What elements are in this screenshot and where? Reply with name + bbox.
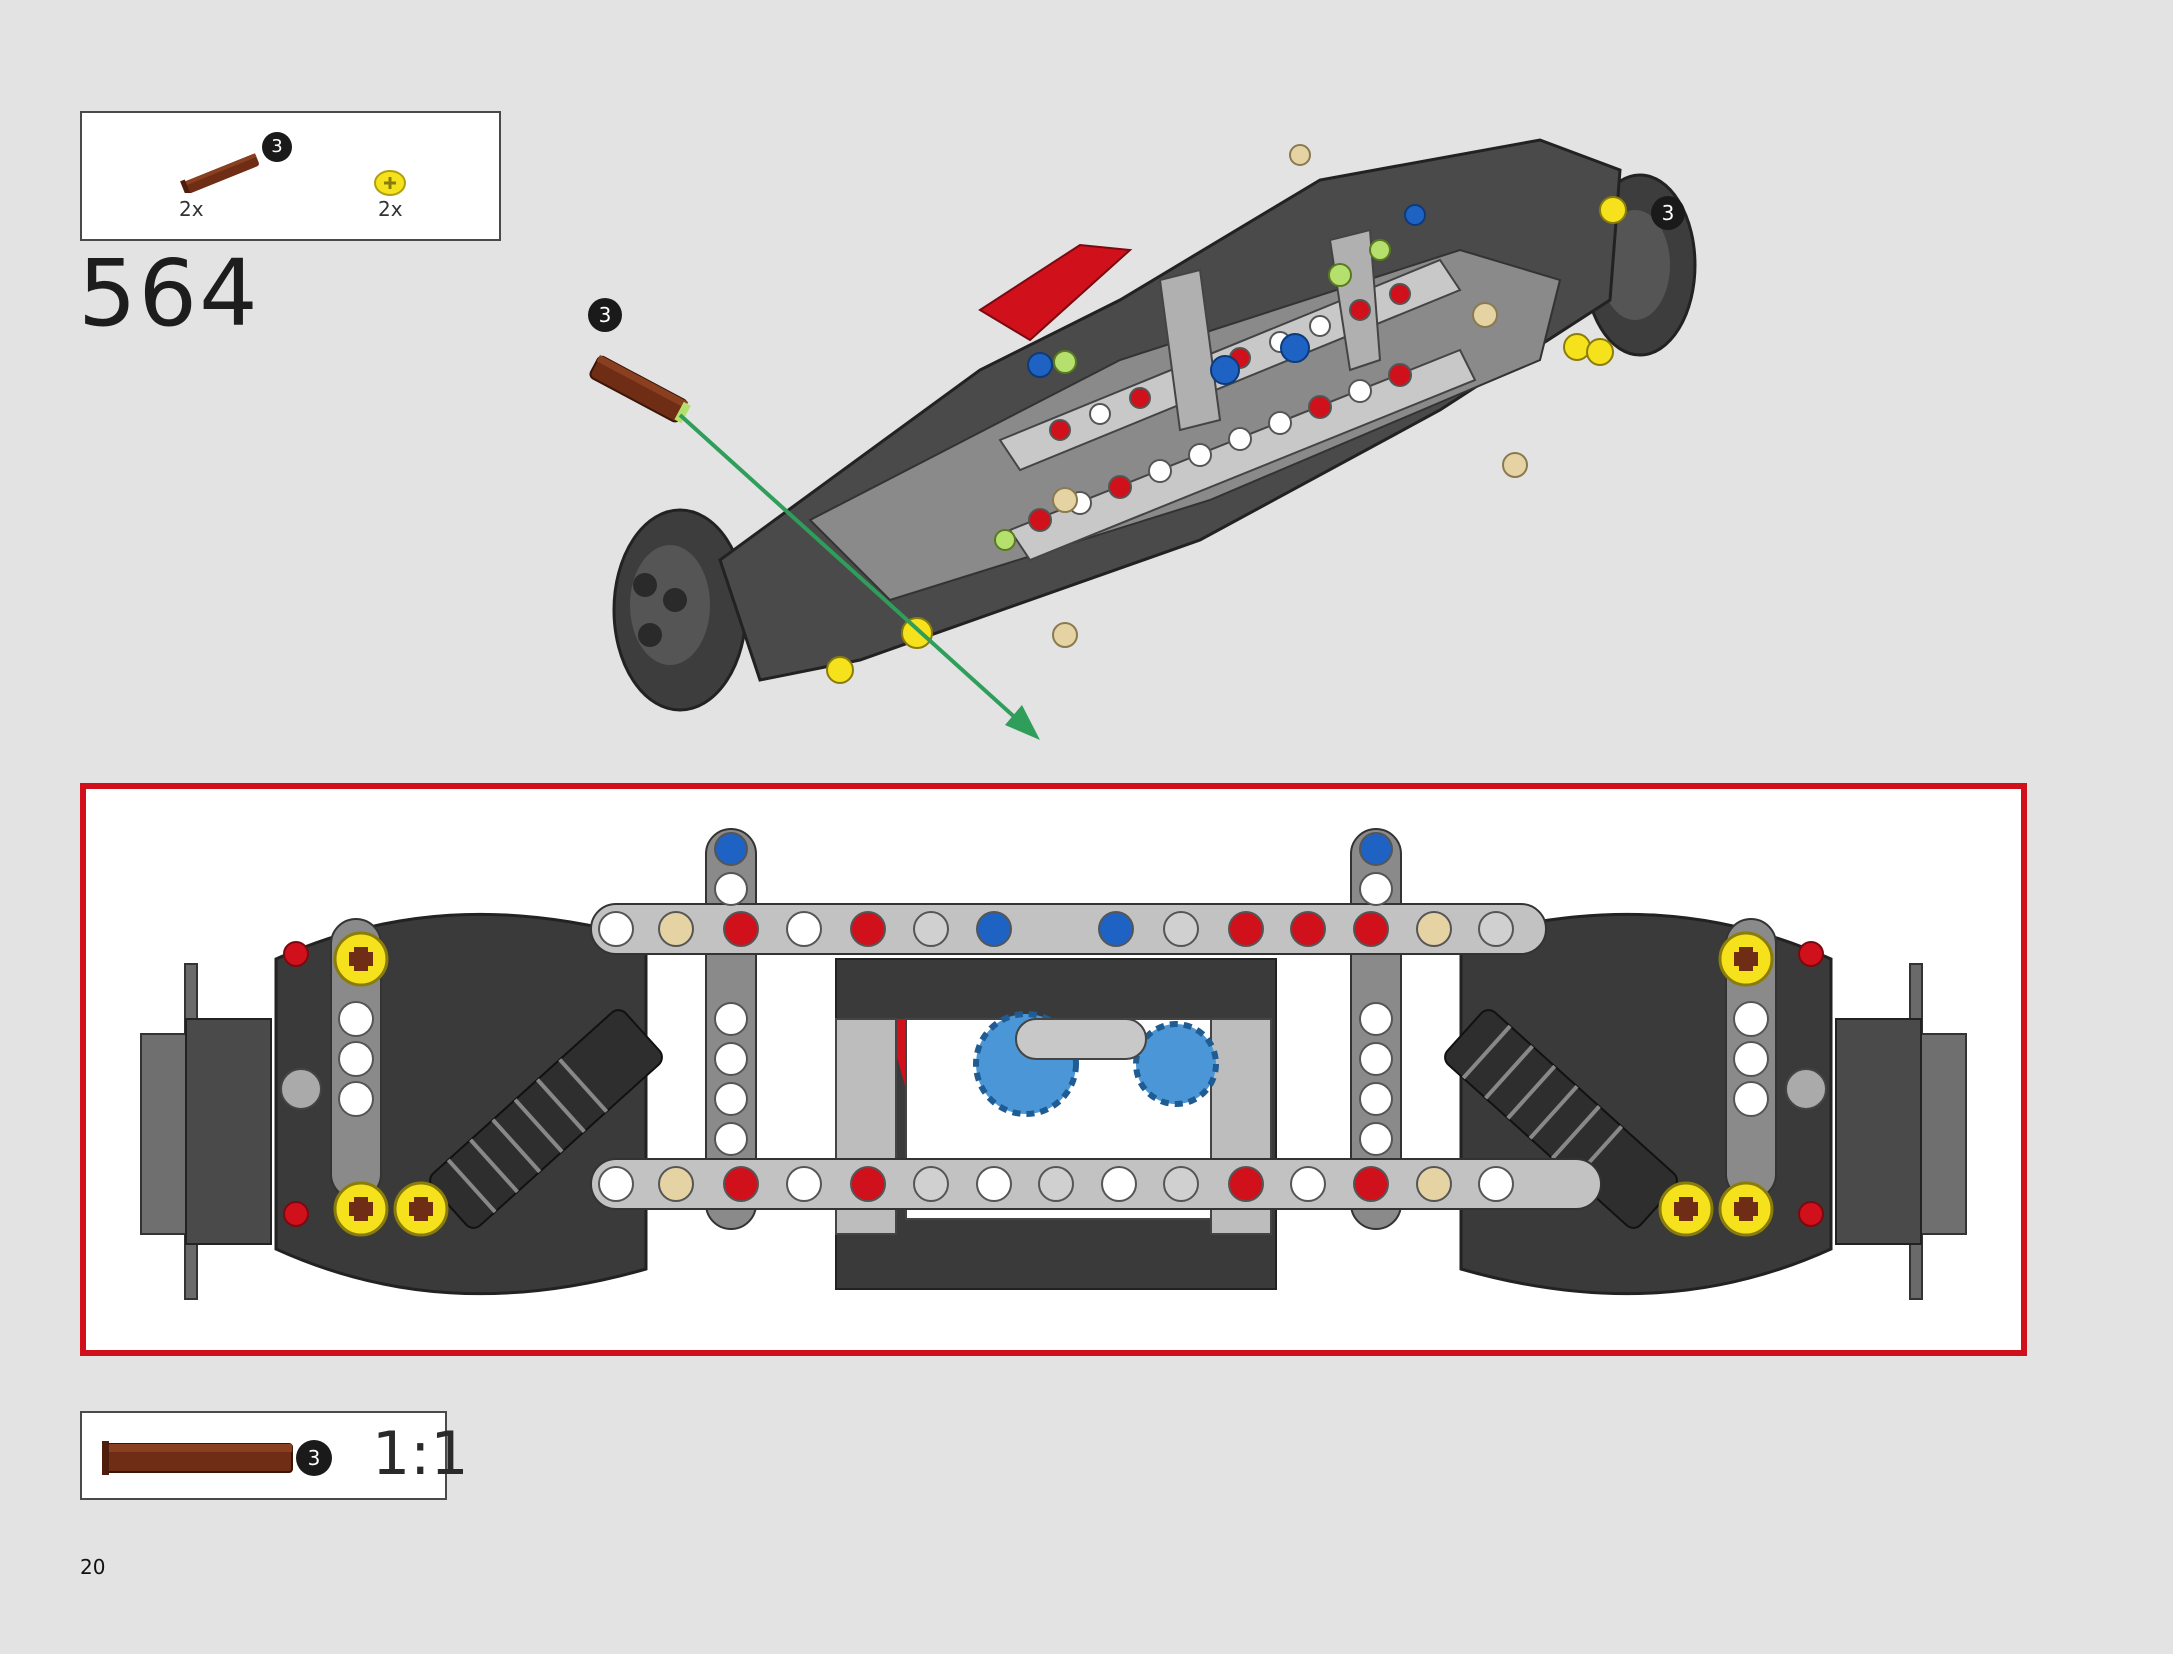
- right-ball-joint: [1785, 1068, 1827, 1110]
- detail-view-box: [80, 783, 2027, 1356]
- insert-arrow-head: [1005, 705, 1040, 740]
- scale-callout: 3: [296, 1440, 332, 1476]
- detail-brown-axle-ends: [349, 947, 1758, 1221]
- main-callout-right-bg: [1651, 196, 1685, 230]
- bottom-horizontal-beam: [590, 1158, 1602, 1210]
- left-hub: [140, 963, 272, 1300]
- scale-reference-box: 3 1:1: [80, 1411, 469, 1500]
- left-ball-joint: [280, 1068, 322, 1110]
- parts-qty-bush: 2x: [378, 197, 403, 221]
- top-beam-holes: [598, 911, 1514, 947]
- step-number: 564: [78, 240, 260, 347]
- tan-pins: [1052, 144, 1528, 648]
- axle-pin-brown-part: [180, 153, 259, 193]
- brake-disc-left: [612, 508, 748, 712]
- main-callout-left: 3: [599, 303, 612, 327]
- red-part: [978, 243, 1133, 342]
- assembly-illustration: 3 3: [588, 138, 1697, 740]
- page-number: 20: [80, 1555, 106, 1579]
- brown-axle: [589, 355, 691, 424]
- yellow-bushes: [826, 196, 1627, 684]
- bottom-beam-holes: [598, 1166, 1514, 1202]
- scale-label: 1:1: [372, 1419, 469, 1489]
- main-callout-right: 3: [1662, 201, 1675, 225]
- detail-red-pins: [283, 941, 1824, 1227]
- green-pins: [994, 239, 1391, 551]
- bush-yellow-part: [374, 170, 406, 196]
- chassis-frame: [718, 138, 1622, 682]
- scale-axle-part: [102, 1441, 293, 1475]
- blue-gear-small: [1133, 1021, 1219, 1107]
- blue-pins: [1027, 204, 1426, 385]
- left-shock: [429, 1009, 663, 1229]
- parts-callout: 3: [262, 132, 292, 162]
- parts-qty-axle: 2x: [179, 197, 204, 221]
- right-hub: [1835, 963, 1967, 1300]
- parts-list-box: 3 2x 2x: [80, 111, 501, 241]
- vertical-liftarm-holes: [338, 832, 1769, 1156]
- detail-top-view: [140, 828, 1967, 1300]
- insert-arrow-line: [678, 413, 1022, 724]
- main-callout-left-bg: [588, 298, 622, 332]
- link-beam: [1015, 1018, 1147, 1060]
